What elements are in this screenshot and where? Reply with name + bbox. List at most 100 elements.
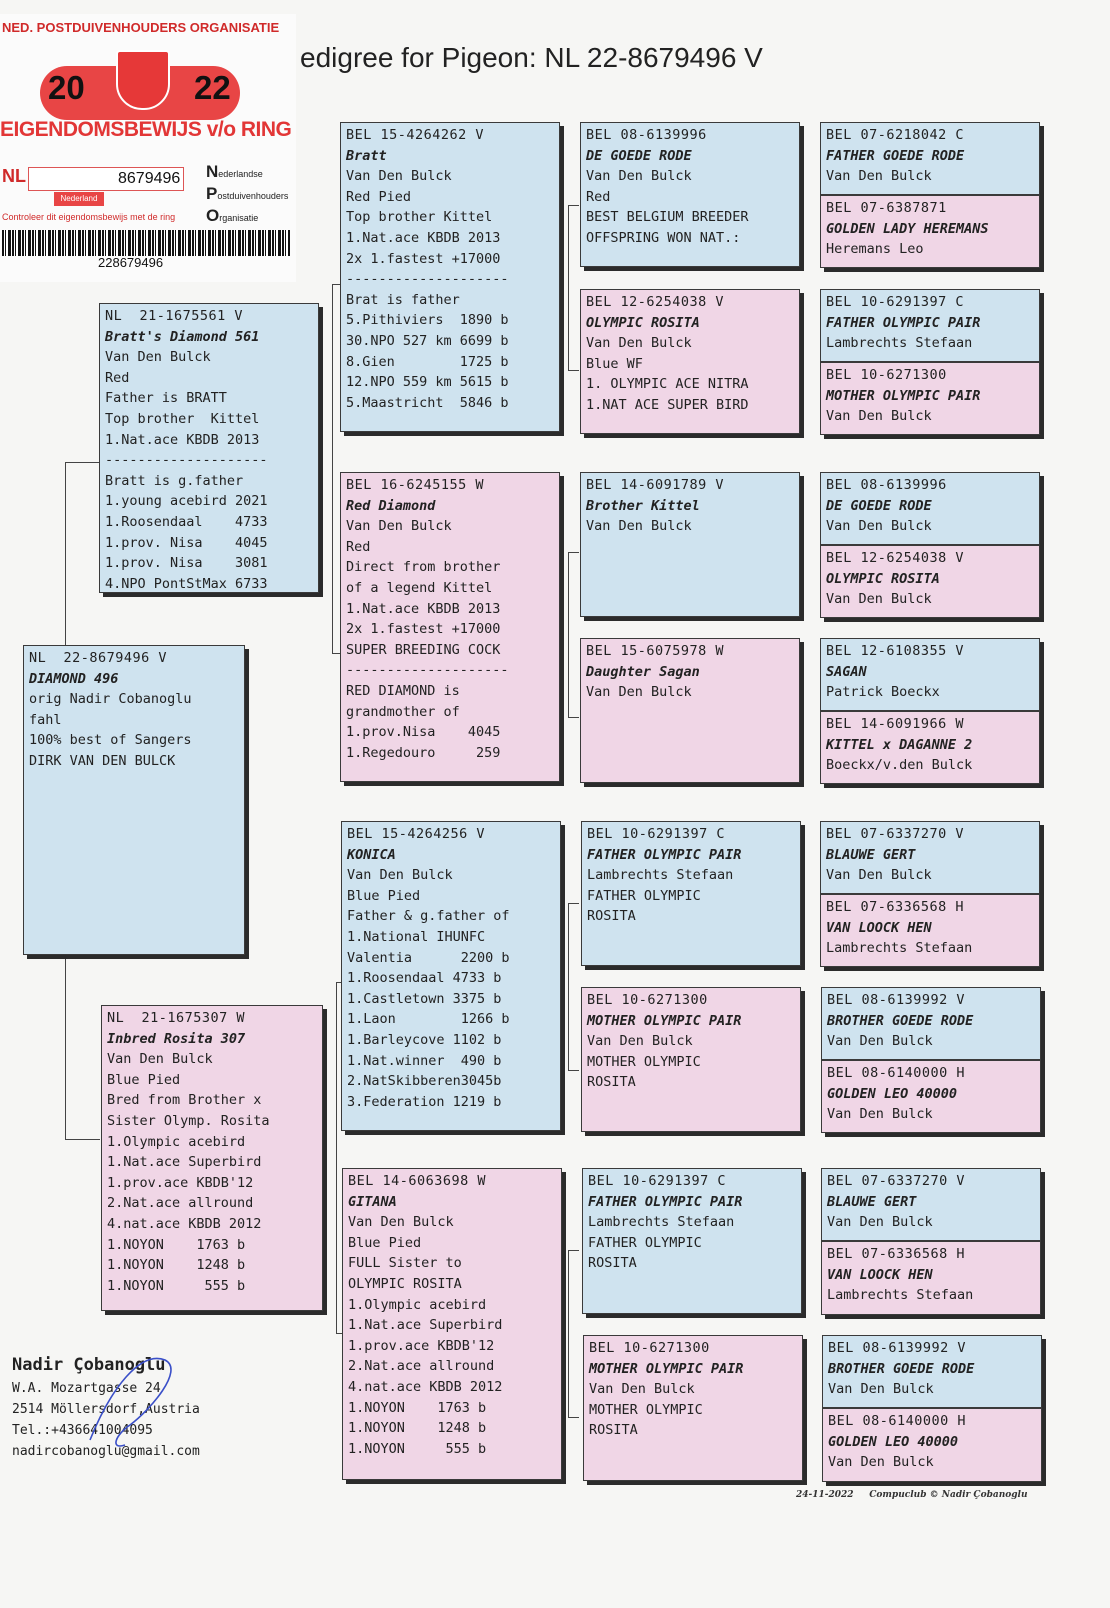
pigeon-line: 5.Pithiviers 1890 b [346, 312, 509, 329]
pigeon-card-sss: BEL 08-6139996 DE GOEDE RODE Van Den Bul… [580, 122, 800, 267]
pigeon-card-sdd: BEL 15-6075978 W Daughter Sagan Van Den … [580, 638, 800, 783]
pigeon-line: Boeckx/v.den Bulck [826, 757, 973, 774]
pigeon-name: KONICA [347, 846, 396, 863]
pigeon-line: 100% best of Sangers [29, 732, 192, 749]
pigeon-card-g4: BEL 10-6271300 MOTHER OLYMPIC PAIR Van D… [820, 362, 1040, 435]
pigeon-card-g5: BEL 08-6139996 DE GOEDE RODE Van Den Bul… [820, 472, 1040, 545]
pigeon-line: Red Pied [346, 188, 412, 205]
pigeon-line: ROSITA [587, 1074, 636, 1091]
pigeon-card-ddd: BEL 10-6271300 MOTHER OLYMPIC PAIR Van D… [583, 1335, 803, 1481]
ring-number: BEL 08-6140000 H [827, 1065, 966, 1081]
pigeon-card-g7: BEL 12-6108355 V SAGAN Patrick Boeckx [820, 638, 1040, 711]
pigeon-line: BEST BELGIUM BREEDER [586, 209, 749, 226]
pigeon-card-g1: BEL 07-6218042 C FATHER GOEDE RODE Van D… [820, 122, 1040, 195]
ring-number: BEL 08-6139992 V [828, 1340, 967, 1356]
pigeon-line: 1.Nat.winner 490 b [347, 1052, 502, 1069]
pigeon-line: 1.Regedouro 259 [346, 744, 501, 761]
ownership-certificate: NED. POSTDUIVENHOUDERS ORGANISATIE 20 22… [0, 14, 296, 282]
pigeon-name: GOLDEN LEO 40000 [828, 1433, 959, 1450]
ring-number: NL 21-1675561 V [105, 308, 244, 324]
pigeon-name: GOLDEN LADY HEREMANS [826, 220, 989, 237]
ring-number: BEL 14-6063698 W [348, 1173, 487, 1189]
pigeon-line: 1.NOYON 555 b [348, 1440, 487, 1457]
pigeon-line: 1.NOYON 1763 b [348, 1399, 487, 1416]
ring-number: BEL 08-6139992 V [827, 992, 966, 1008]
certificate-ring-number: 8679496 [118, 170, 181, 187]
pigeon-line: Van Den Bulck [348, 1214, 454, 1231]
ring-number-field [28, 167, 184, 191]
owner-block: Nadir Çobanoglu W.A. Mozartgasse 24 2514… [12, 1352, 200, 1462]
pigeon-line: Valentia 2200 b [347, 949, 510, 966]
connector-sd [568, 552, 579, 718]
pigeon-line: 5.Maastricht 5846 b [346, 394, 509, 411]
pigeon-name: BLAUWE GERT [826, 846, 916, 863]
pigeon-line: Blue Pied [107, 1071, 181, 1088]
pigeon-line: Van Den Bulck [826, 408, 932, 425]
pigeon-name: SAGAN [826, 663, 867, 680]
connector-dam [336, 982, 345, 1334]
pigeon-line: Patrick Boeckx [826, 684, 940, 701]
pigeon-card-g2: BEL 07-6387871 GOLDEN LADY HEREMANS Here… [820, 195, 1040, 268]
pigeon-line: Lambrechts Stefaan [826, 335, 973, 352]
pigeon-line: 1.Nat.ace KBDB 2013 [105, 431, 260, 448]
certificate-org: NED. POSTDUIVENHOUDERS ORGANISATIE [2, 20, 280, 35]
pigeon-line: 4.nat.ace KBDB 2012 [107, 1215, 262, 1232]
pigeon-line: OLYMPIC ROSITA [348, 1275, 462, 1292]
pigeon-line: 8.Gien 1725 b [346, 353, 509, 370]
pigeon-card-g9: BEL 07-6337270 V BLAUWE GERT Van Den Bul… [820, 821, 1040, 894]
pigeon-name: BROTHER GOEDE RODE [827, 1012, 974, 1029]
ring-number: BEL 10-6291397 C [588, 1173, 727, 1189]
ring-number: BEL 12-6254038 V [586, 294, 725, 310]
pigeon-card-g15: BEL 08-6139992 V BROTHER GOEDE RODE Van … [822, 1335, 1042, 1408]
pigeon-name: OLYMPIC ROSITA [826, 570, 940, 587]
pigeon-card-sds: BEL 14-6091789 V Brother Kittel Van Den … [580, 472, 800, 617]
pigeon-line: 2x 1.fastest +17000 [346, 621, 501, 638]
pigeon-line: of a legend Kittel [346, 579, 493, 596]
pigeon-line: Father is BRATT [105, 390, 227, 407]
ring-number: BEL 07-6218042 C [826, 127, 965, 143]
pigeon-line: 4.nat.ace KBDB 2012 [348, 1378, 503, 1395]
ring-number: BEL 12-6108355 V [826, 643, 965, 659]
pigeon-line: -------------------- [105, 452, 268, 469]
pigeon-line: 2.Nat.ace allround [107, 1195, 254, 1212]
ring-number: BEL 08-6139996 [586, 127, 707, 143]
pigeon-line: Bratt is g.father [105, 472, 244, 489]
pigeon-card-g8: BEL 14-6091966 W KITTEL x DAGANNE 2 Boec… [820, 711, 1040, 784]
npo-n: Nederlandse [206, 162, 263, 181]
pigeon-line: SUPER BREEDING COCK [346, 641, 501, 658]
pigeon-line: 1.prov.Nisa 4045 [346, 724, 501, 741]
pigeon-line: Heremans Leo [826, 241, 924, 258]
pigeon-line: Lambrechts Stefaan [827, 1287, 974, 1304]
pigeon-line: Blue Pied [347, 887, 421, 904]
pigeon-line: 1.Castletown 3375 b [347, 990, 502, 1007]
owner-phone: Tel.:+436641004095 [12, 1423, 153, 1438]
pigeon-card-dd: BEL 14-6063698 W GITANA Van Den Bulck Bl… [342, 1168, 562, 1480]
pigeon-card-dss: BEL 10-6291397 C FATHER OLYMPIC PAIR Lam… [581, 821, 801, 966]
pigeon-line: Van Den Bulck [826, 168, 932, 185]
pigeon-line: Lambrechts Stefaan [826, 940, 973, 957]
pigeon-name: FATHER OLYMPIC PAIR [588, 1193, 743, 1210]
pigeon-line: 30.NPO 527 km 6699 b [346, 332, 509, 349]
pigeon-name: OLYMPIC ROSITA [586, 314, 700, 331]
pigeon-card-dsd: BEL 10-6271300 MOTHER OLYMPIC PAIR Van D… [581, 987, 801, 1132]
pigeon-line: Van Den Bulck [586, 168, 692, 185]
pigeon-card-ssd: BEL 12-6254038 V OLYMPIC ROSITA Van Den … [580, 289, 800, 434]
connector-ss [568, 205, 579, 371]
pigeon-line: Lambrechts Stefaan [587, 867, 734, 884]
pigeon-name: FATHER OLYMPIC PAIR [587, 846, 742, 863]
pigeon-line: -------------------- [346, 662, 509, 679]
pigeon-line: Van Den Bulck [827, 1214, 933, 1231]
pigeon-name: FATHER OLYMPIC PAIR [826, 314, 981, 331]
ring-number: BEL 10-6291397 C [587, 826, 726, 842]
pigeon-name: DIAMOND 496 [29, 670, 119, 687]
pigeon-line: RED DIAMOND is [346, 682, 460, 699]
pigeon-line: 1.Nat.ace Superbird [107, 1154, 262, 1171]
certificate-country: Nederland [54, 192, 104, 206]
owner-email: nadircobanoglu@gmail.com [12, 1444, 200, 1459]
pigeon-line: 12.NPO 559 km 5615 b [346, 374, 509, 391]
pigeon-line: 1.NOYON 1763 b [107, 1236, 246, 1253]
ring-number: BEL 07-6387871 [826, 200, 947, 216]
pigeon-line: FATHER OLYMPIC [588, 1234, 702, 1251]
pigeon-line: Top brother Kittel [346, 209, 493, 226]
pigeon-line: 1.Nat.ace Superbird [348, 1317, 503, 1334]
